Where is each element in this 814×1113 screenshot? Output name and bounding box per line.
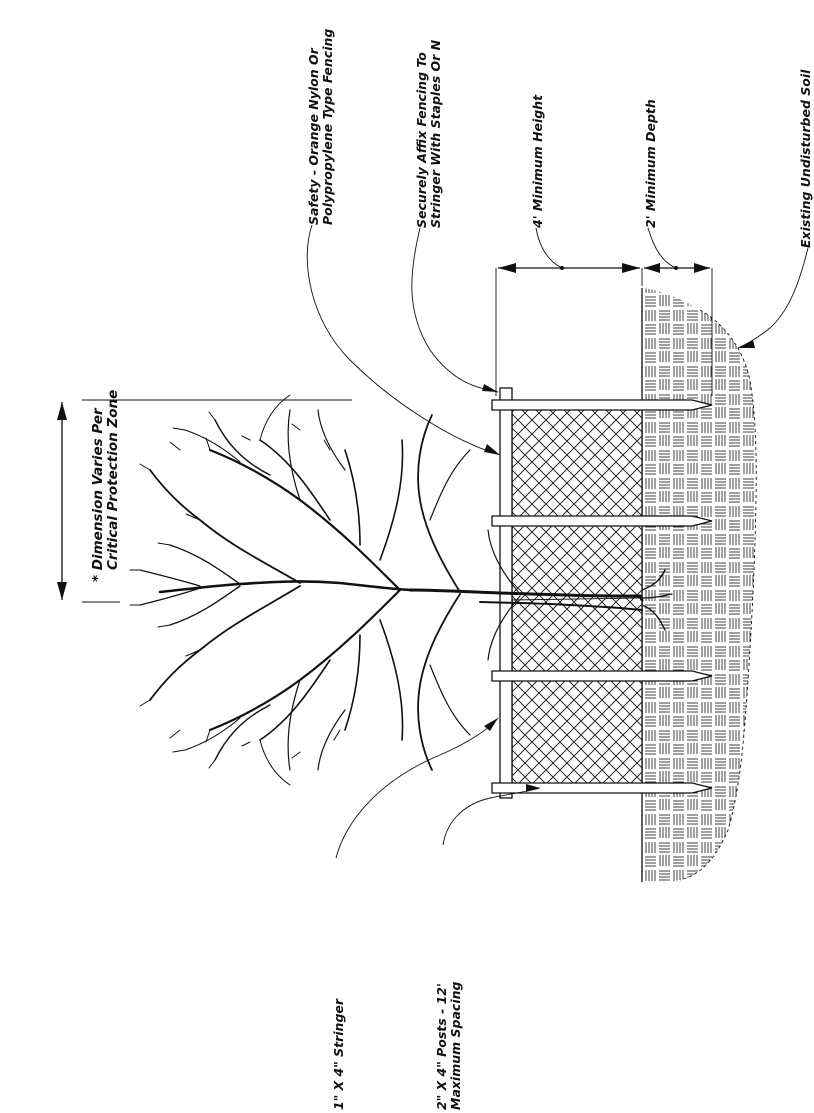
label-cpz: * Dimension Varies Per Critical Protecti…	[90, 390, 121, 582]
label-safety-fencing: Safety - Orange Nylon Or Polypropylene T…	[306, 29, 335, 225]
label-dimension-note: * Dimension Varies Per	[90, 407, 106, 582]
label-depth: 2' Minimum Depth	[643, 99, 658, 228]
label-stringer-text: 1" X 4" Stringer	[331, 998, 346, 1110]
tree-illustration	[129, 394, 673, 786]
fence-post	[491, 515, 713, 527]
label-stringer: 1" X 4" Stringer	[331, 998, 346, 1110]
label-affix-2: Stringer With Staples Or N	[428, 39, 443, 228]
leader-lines	[306, 224, 809, 859]
label-affix-1: Securely Affix Fencing To	[414, 52, 429, 228]
label-min-depth: 2' Minimum Depth	[643, 99, 658, 228]
label-affix: Securely Affix Fencing To Stringer With …	[414, 39, 443, 228]
label-posts: 2" X 4" Posts - 12' Maximum Spacing	[434, 981, 463, 1110]
label-safety-fencing-2: Polypropylene Type Fencing	[320, 29, 335, 225]
label-min-height: 4' Minimum Height	[530, 94, 545, 229]
label-height: 4' Minimum Height	[530, 94, 545, 229]
fence-post	[491, 399, 713, 411]
label-existing-soil: Existing Undisturbed Soil	[798, 69, 813, 248]
undisturbed-soil	[642, 288, 757, 882]
label-soil: Existing Undisturbed Soil	[798, 69, 813, 248]
height-depth-dimension	[495, 263, 713, 396]
label-dimension-note-2: Critical Protection Zone	[105, 390, 121, 570]
label-posts-1: 2" X 4" Posts - 12'	[434, 983, 449, 1110]
cpz-dimension	[57, 399, 352, 603]
fence-posts	[491, 399, 713, 794]
label-posts-2: Maximum Spacing	[448, 981, 463, 1110]
fence-post	[491, 670, 713, 682]
fence-post	[491, 782, 713, 794]
fence-panel-seam	[511, 597, 643, 601]
label-safety-fencing-1: Safety - Orange Nylon Or	[306, 47, 321, 225]
